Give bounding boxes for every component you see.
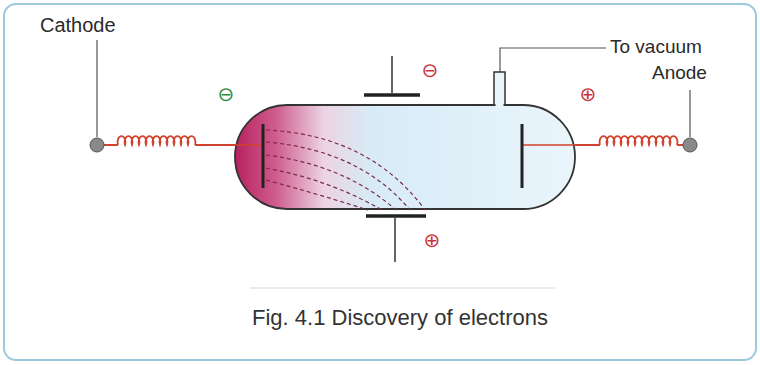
anode-plate — [521, 124, 524, 188]
leader-line — [500, 48, 606, 75]
part-label: Anode — [652, 62, 707, 84]
cathode-plate — [262, 124, 265, 188]
separator — [250, 287, 555, 289]
terminal — [683, 138, 697, 152]
part-label: To vacuum — [610, 36, 702, 58]
deflection-plate — [364, 93, 420, 97]
cathode-rays — [266, 130, 425, 210]
charge-sign: ⊕ — [424, 229, 441, 252]
glass-tube — [235, 105, 575, 209]
spring — [600, 136, 678, 145]
charge-sign: ⊖ — [422, 59, 439, 82]
charge-sign: ⊖ — [218, 83, 235, 106]
leader-line — [96, 40, 97, 137]
charge-sign: ⊕ — [580, 83, 597, 106]
figure-caption: Fig. 4.1 Discovery of electrons — [252, 305, 548, 330]
vacuum-pipe — [494, 72, 505, 108]
spring — [118, 136, 196, 145]
terminal — [90, 138, 104, 152]
leader-line — [689, 90, 690, 137]
deflection-plate — [366, 214, 426, 218]
frame — [4, 4, 756, 360]
part-label: Cathode — [40, 14, 116, 37]
